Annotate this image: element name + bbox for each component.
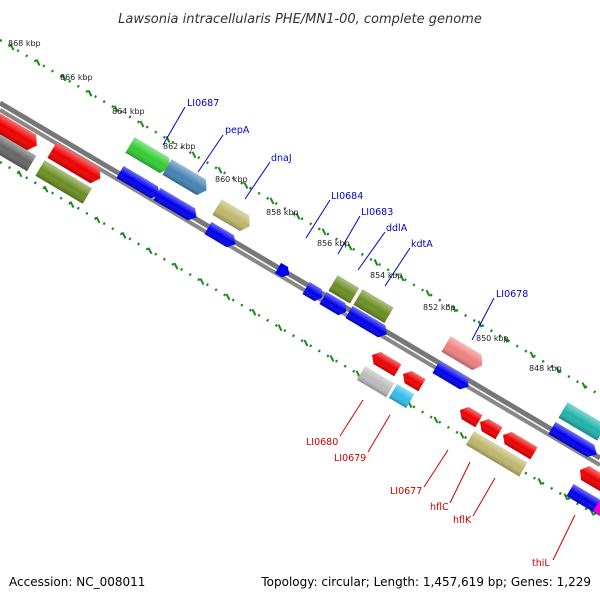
gene-label: hflC bbox=[430, 502, 449, 513]
tick-label: 856 kbp bbox=[317, 239, 350, 248]
tick-mark bbox=[61, 74, 67, 82]
backbone-outer bbox=[0, 100, 600, 461]
backbone-inner bbox=[0, 108, 600, 467]
tick-mark bbox=[95, 216, 101, 224]
accession-text: Accession: NC_008011 bbox=[9, 575, 145, 589]
tick-mark bbox=[191, 151, 197, 159]
tick-label: 862 kbp bbox=[163, 142, 196, 151]
gene-label: LI0680 bbox=[306, 437, 338, 448]
feature-tracks bbox=[0, 104, 600, 518]
forward-gene-labels: LI0687 pepA dnaJ LI0684 LI0683 ddlA kdtA… bbox=[187, 98, 528, 300]
gene-label: pepA bbox=[225, 125, 250, 136]
tick-mark bbox=[373, 259, 379, 266]
tick-mark bbox=[243, 182, 249, 189]
tick-mark bbox=[399, 274, 405, 282]
tick-mark bbox=[451, 305, 457, 313]
gene-label: dnaJ bbox=[271, 153, 292, 164]
tick-mark bbox=[113, 105, 119, 113]
tick-label: 852 kbp bbox=[423, 303, 456, 312]
gene-label: LI0677 bbox=[390, 486, 422, 497]
tick-label: 858 kbp bbox=[266, 208, 299, 217]
gene-label: LI0679 bbox=[334, 453, 366, 464]
tick-mark bbox=[147, 247, 153, 255]
tick-mark bbox=[459, 431, 465, 439]
tick-label: 860 kbp bbox=[215, 175, 248, 184]
tick-label: 864 kbp bbox=[112, 107, 145, 116]
reverse-gene-labels: LI0680 LI0679 LI0677 hflC hflK thiL bbox=[306, 437, 550, 569]
map-title: Lawsonia intracellularis PHE/MN1-00, com… bbox=[118, 12, 482, 27]
tick-mark bbox=[503, 335, 509, 343]
label-leaders bbox=[162, 106, 576, 561]
tick-mark bbox=[355, 370, 361, 378]
outer-tick-ring bbox=[0, 38, 600, 397]
tick-label: 868 kbp bbox=[8, 39, 41, 48]
tick-mark bbox=[269, 197, 275, 205]
gene-label: LI0684 bbox=[331, 191, 363, 202]
tick-mark bbox=[555, 366, 561, 374]
tick-label: 848 kbp bbox=[529, 364, 562, 373]
tick-mark bbox=[563, 493, 569, 501]
gene-label: hflK bbox=[453, 515, 472, 526]
gene-label: LI0687 bbox=[187, 98, 219, 109]
gene-label: LI0683 bbox=[361, 207, 393, 218]
tick-mark bbox=[87, 89, 93, 97]
tick-mark bbox=[35, 59, 41, 66]
tick-mark bbox=[251, 308, 257, 316]
tick-mark bbox=[121, 231, 127, 239]
tick-mark bbox=[529, 351, 535, 359]
tick-mark bbox=[277, 324, 283, 332]
tick-mark bbox=[69, 201, 75, 209]
tick-mark bbox=[329, 354, 335, 362]
gene-label: LI0678 bbox=[496, 289, 528, 300]
tick-mark bbox=[433, 416, 439, 424]
tick-label: 854 kbp bbox=[370, 271, 403, 280]
tick-mark bbox=[537, 478, 543, 485]
tick-label: 866 kbp bbox=[60, 73, 93, 82]
summary-text: Topology: circular; Length: 1,457,619 bp… bbox=[260, 575, 591, 589]
tick-mark bbox=[303, 339, 309, 347]
feature-magenta bbox=[592, 500, 600, 518]
gene-label: kdtA bbox=[411, 239, 433, 250]
tick-label: 850 kbp bbox=[476, 334, 509, 343]
tick-mark bbox=[425, 289, 431, 297]
tick-mark bbox=[347, 243, 353, 251]
tick-mark bbox=[581, 382, 587, 389]
tick-mark bbox=[225, 293, 231, 301]
feature-blue bbox=[274, 262, 290, 278]
gene-label: thiL bbox=[532, 558, 550, 569]
tick-mark bbox=[217, 166, 223, 174]
tick-mark bbox=[43, 185, 49, 193]
gene-label: ddlA bbox=[386, 223, 408, 234]
tick-mark bbox=[295, 212, 301, 220]
tick-mark bbox=[321, 228, 327, 236]
tick-mark bbox=[17, 170, 23, 178]
tick-labels: 868 kbp 866 kbp 864 kbp 862 kbp 860 kbp … bbox=[8, 39, 562, 373]
tick-mark bbox=[9, 43, 15, 51]
tick-mark bbox=[139, 120, 145, 128]
tick-mark bbox=[173, 262, 179, 270]
tick-mark bbox=[199, 278, 205, 285]
